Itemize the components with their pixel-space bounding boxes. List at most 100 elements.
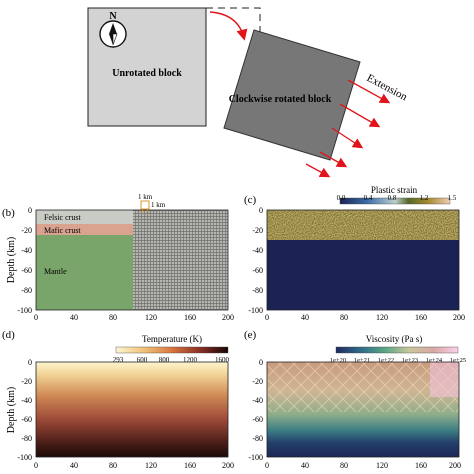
y-tick: -40 [252,246,263,255]
x-tick: 0 [265,461,269,470]
panel-b-y-axis: 0 -20 -40 -60 -80 -100 [17,206,32,315]
panel-e-y-axis: 0 -20 -40 -60 -80 -100 [248,358,263,462]
colorbar-tick: 1.2 [420,194,429,202]
y-tick: -60 [252,415,263,424]
y-tick: -100 [17,306,32,315]
x-tick: 160 [184,313,196,322]
x-tick: 120 [376,461,388,470]
panel-d-x-axis: 0 40 80 120 160 200 [34,461,234,470]
colorbar-tick: 1e+22 [378,357,394,364]
x-tick: 0 [265,313,269,322]
x-tick: 80 [109,461,117,470]
x-tick: 160 [415,313,427,322]
colorbar-tick: 1200 [183,356,198,364]
y-tick: 0 [28,358,32,367]
temperature-colorbar-ticks: 293 600 800 1200 1600 [113,356,230,364]
shear-bands [267,362,459,412]
panel-b-x-axis: 0 40 80 120 160 200 [34,313,234,322]
y-tick: -100 [17,453,32,462]
y-tick: -40 [21,396,32,405]
extension-arrow [347,79,391,104]
extension-arrow [305,163,331,178]
panel-b: (b) Felsic crust Mafic crust Mantle 1 km… [2,193,234,322]
panel-c-x-axis: 0 40 80 120 160 200 [265,313,465,322]
x-tick: 120 [145,313,157,322]
y-tick: -40 [21,246,32,255]
temperature-colorbar [115,346,229,354]
rotated-block [223,29,361,161]
temperature-field [36,362,228,457]
inset-side-label: 1 km [151,201,166,209]
strain-colorbar-title: Plastic strain [371,185,418,195]
panel-d: (d) Temperature (K) 293 600 800 1200 160… [2,329,234,470]
felsic-crust-layer [36,210,133,224]
x-tick: 200 [222,313,234,322]
temperature-colorbar-title: Temperature (K) [142,334,202,344]
mantle-label: Mantle [44,267,67,276]
mantle-layer [36,235,133,310]
x-tick: 80 [340,461,348,470]
colorbar-tick: 0.4 [364,194,373,202]
x-tick: 40 [301,313,309,322]
original-outline [206,7,261,50]
x-tick: 0 [34,313,38,322]
x-tick: 160 [415,461,427,470]
panel-e: (e) Viscosity (Pa s) 1e+20 1e+21 1e+22 1… [244,329,466,470]
panel-d-y-axis: 0 -20 -40 -60 -80 -100 [17,358,32,462]
colorbar-tick: 1.5 [448,194,457,202]
felsic-crust-label: Felsic crust [44,213,81,222]
x-tick: 200 [453,313,465,322]
panel-e-x-axis: 0 40 80 120 160 200 [265,461,461,470]
y-tick: -40 [252,396,263,405]
panel-e-letter: (e) [244,329,257,341]
high-viscosity-region [430,362,459,397]
colorbar-tick: 800 [159,356,170,364]
mafic-crust-layer [36,224,133,235]
x-tick: 120 [376,313,388,322]
viscosity-colorbar-ticks: 1e+20 1e+21 1e+22 1e+23 1e+24 1e+25 [330,357,466,364]
extension-label: Extension [365,72,410,103]
x-tick: 160 [184,461,196,470]
y-tick: 0 [259,358,263,367]
colorbar-tick: 1e+24 [426,357,443,364]
panel-c-y-axis: 0 -20 -40 -60 -80 -100 [248,206,263,315]
inset-box [140,200,150,215]
colorbar-tick: 0.8 [388,194,397,202]
mesh-region [133,210,228,310]
y-tick: -60 [21,266,32,275]
y-tick: -20 [21,226,32,235]
y-tick: -80 [252,434,263,443]
panel-d-letter: (d) [2,329,15,341]
y-tick: -60 [21,415,32,424]
colorbar-tick: 1e+23 [402,357,418,364]
y-tick: -20 [21,377,32,386]
schematic-panel: N Unrotated block Clockwise rotated bloc… [87,7,410,178]
strain-colorbar-ticks: 0.0 0.4 0.8 1.2 1.5 [337,194,457,202]
panel-e-frame [266,361,460,458]
x-tick: 120 [145,461,157,470]
extension-arrow [331,127,364,149]
x-tick: 80 [340,313,348,322]
y-tick: 0 [259,206,263,215]
panel-d-frame [35,361,229,458]
y-tick: -100 [248,453,263,462]
compass-letter: N [109,11,117,22]
compass-icon [99,20,127,48]
colorbar-tick: 293 [113,356,124,364]
y-tick: -80 [252,286,263,295]
y-tick: -60 [252,266,263,275]
x-tick: 0 [34,461,38,470]
colorbar-tick: 600 [137,356,148,364]
strain-noise-texture [267,210,459,240]
panel-c-frame [266,209,460,311]
panel-b-frame [35,209,229,311]
x-tick: 40 [70,313,78,322]
colorbar-tick: 1600 [215,356,230,364]
panel-c: (c) Plastic strain 0.0 0.4 0.8 1.2 1.5 0… [244,185,465,322]
colorbar-tick: 1e+25 [450,357,466,364]
y-tick: -20 [252,377,263,386]
x-tick: 80 [109,313,117,322]
colorbar-tick: 1e+20 [330,357,346,364]
